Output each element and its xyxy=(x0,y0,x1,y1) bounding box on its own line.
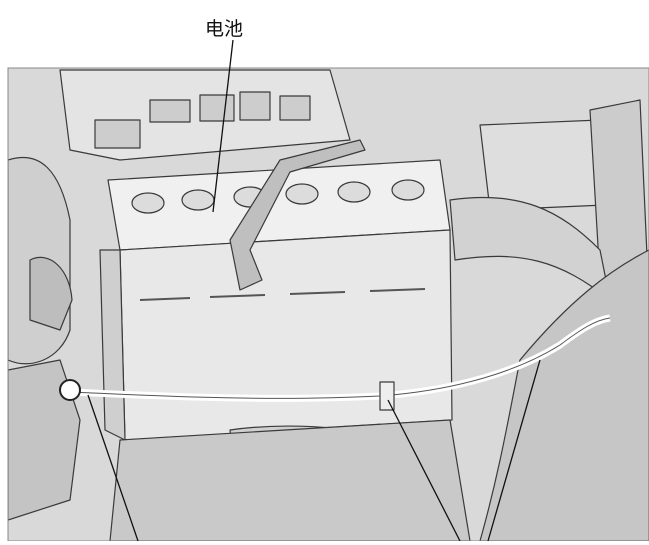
right-connector-block xyxy=(479,119,606,211)
battery-ribs xyxy=(139,288,426,301)
left-tube xyxy=(29,256,73,331)
relay-blocks xyxy=(94,91,311,149)
lower-tray xyxy=(109,419,471,541)
right-fan-shroud xyxy=(589,99,649,301)
cable-leader-line xyxy=(487,359,541,542)
clip-leader-line xyxy=(387,399,461,542)
hold-down-bracket xyxy=(229,139,366,291)
battery-leader-line xyxy=(212,39,234,213)
battery-body xyxy=(119,229,453,441)
battery-label: 电池 xyxy=(205,18,244,40)
ground-cable-outline xyxy=(69,317,611,399)
terminal-leader-line xyxy=(87,394,139,542)
left-bracket xyxy=(8,359,81,521)
front-crossmember xyxy=(479,249,649,541)
ground-terminal-ring xyxy=(59,379,81,401)
battery-vent-caps xyxy=(131,179,425,214)
cable-clip xyxy=(379,381,395,411)
